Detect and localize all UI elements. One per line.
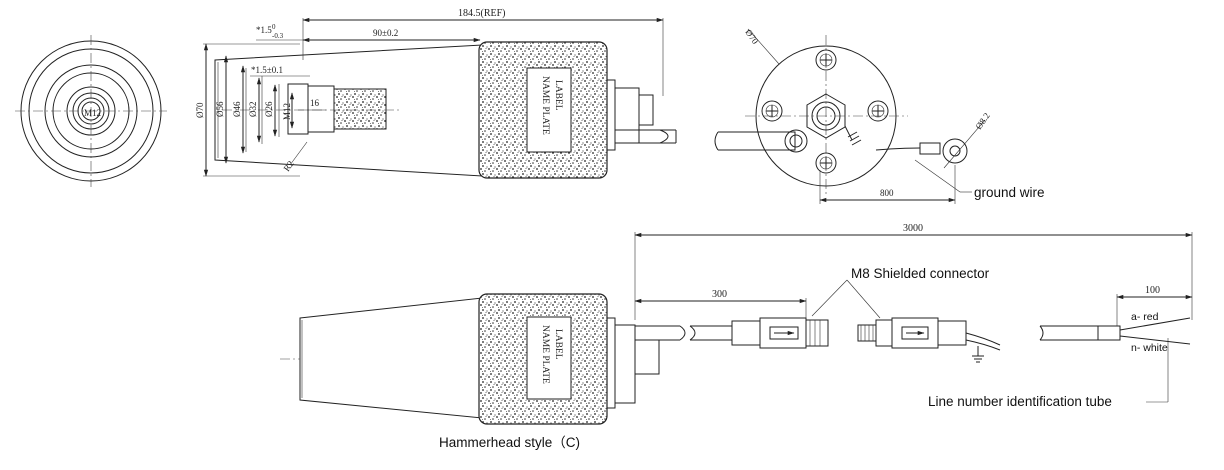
side-plate-name: NAME PLATE: [540, 76, 550, 135]
dim-offset-tol: *1.5: [256, 25, 272, 35]
dim-dia46: Ø46: [232, 101, 242, 117]
dim-overall: 184.5(REF): [458, 8, 506, 19]
dim-dia56: Ø56: [215, 101, 225, 117]
end-length: 800: [880, 188, 894, 198]
dim-first: 300: [712, 289, 727, 300]
dim-dia32: Ø32: [248, 102, 258, 118]
dim-tail: 100: [1145, 285, 1160, 296]
dim-total: 3000: [903, 223, 923, 234]
screw-left: [761, 100, 783, 122]
cable-plate-label: LABEL: [553, 329, 563, 360]
cable-view: LABEL NAME PLATE: [280, 223, 1193, 450]
ground-wire-label: ground wire: [974, 185, 1045, 200]
cable-plate-name: NAME PLATE: [540, 325, 550, 384]
side-view: LABEL NAME PLATE 184.5(REF) 90±0.2 *1.5 …: [195, 8, 677, 179]
end-hole: Ø8.2: [973, 111, 991, 131]
wire-n-label: n- white: [1131, 342, 1168, 354]
connector-label: M8 Shielded connector: [851, 266, 990, 281]
end-view: Ø70 Ø8.2 800 ground wire: [714, 27, 1045, 204]
dim-protrusion: 90±0.2: [373, 28, 398, 38]
screw-right: [867, 100, 889, 122]
dim-offset-2: *1.5±0.1: [251, 65, 283, 75]
dim-dia70: Ø70: [195, 102, 205, 118]
dim-dia26: Ø26: [264, 101, 274, 117]
dim-offset-tol-sup: 0: [272, 23, 276, 31]
screw-top: [815, 49, 837, 71]
end-dia: Ø70: [743, 27, 760, 46]
tube-label: Line number identification tube: [928, 394, 1112, 409]
front-view: M12: [15, 35, 167, 187]
wire-a-label: a- red: [1131, 311, 1159, 323]
front-thread-label: M12: [84, 108, 101, 118]
side-plate-label: LABEL: [553, 80, 563, 111]
dim-thread: M12: [282, 103, 292, 120]
dim-radius: R2: [281, 159, 295, 173]
screw-bottom: [815, 152, 837, 174]
style-label: Hammerhead style（C): [439, 435, 580, 450]
dim-small: 16: [310, 98, 320, 108]
dim-offset-tol-sub: -0.3: [272, 32, 284, 40]
